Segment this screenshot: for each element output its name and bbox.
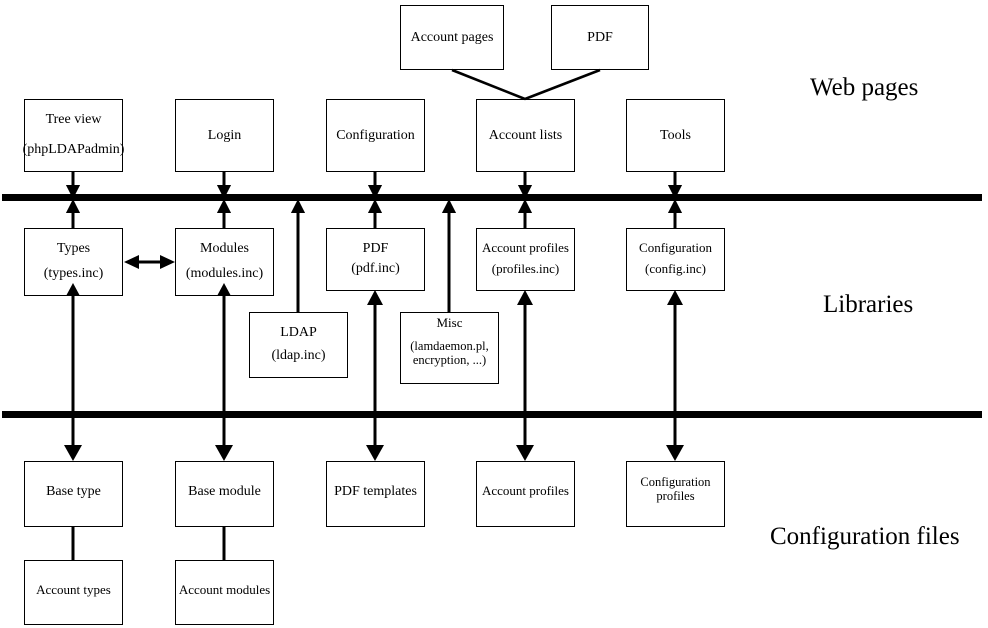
box-modules-library[interactable]: Modules (modules.inc): [175, 228, 274, 296]
box-tools[interactable]: Tools: [626, 99, 725, 172]
box-types-library-sublabel: (types.inc): [43, 265, 104, 281]
arrowheads-into-bar1-up: [66, 200, 682, 213]
box-misc-library[interactable]: Misc (lamdaemon.pl, encryption, ...): [400, 312, 499, 384]
box-configuration-profiles-file-sublabel: profiles: [656, 488, 695, 503]
box-login-label: Login: [207, 127, 242, 143]
link-ldap-arrowhead: [291, 200, 305, 213]
separator-bar-web-libraries: [2, 194, 982, 201]
box-account-profiles-file[interactable]: Account profiles: [476, 461, 575, 527]
box-pdf-library-sublabel: (pdf.inc): [351, 260, 400, 276]
box-account-modules[interactable]: Account modules: [175, 560, 274, 625]
box-account-profiles-library-sublabel: (profiles.inc): [491, 260, 560, 276]
box-tools-label: Tools: [660, 127, 691, 143]
box-base-type-label: Base type: [46, 484, 101, 499]
box-pdf-templates[interactable]: PDF templates: [326, 461, 425, 527]
link-config-from-bar2-head: [667, 290, 683, 305]
box-modules-library-label: Modules: [200, 241, 249, 256]
box-misc-library-sublabel-1: (lamdaemon.pl,: [410, 339, 489, 354]
link-profiles-from-bar2-head: [517, 290, 533, 305]
box-pdf-source[interactable]: PDF: [551, 5, 649, 70]
box-misc-library-sublabel-2: encryption, ...): [412, 353, 487, 368]
box-base-module-label: Base module: [188, 484, 261, 499]
arrowheads-into-config-files: [64, 445, 684, 461]
box-account-pages-label: Account pages: [410, 29, 494, 45]
box-configuration-library[interactable]: Configuration (config.inc): [626, 228, 725, 291]
box-configuration-library-label: Configuration: [639, 240, 712, 255]
box-pdf-templates-label: PDF templates: [334, 484, 417, 499]
box-types-library-label: Types: [56, 241, 91, 256]
section-label-web-pages: Web pages: [810, 74, 919, 101]
box-configuration-page-label: Configuration: [336, 127, 415, 143]
box-tree-view-sublabel: (phpLDAPadmin): [22, 141, 125, 157]
box-pdf-source-label: PDF: [587, 29, 613, 45]
box-account-profiles-library-label: Account profiles: [481, 240, 569, 255]
box-ldap-library-sublabel: (ldap.inc): [271, 347, 326, 363]
box-configuration-profiles-file[interactable]: Configuration profiles: [626, 461, 725, 527]
box-pdf-library[interactable]: PDF (pdf.inc): [326, 228, 425, 291]
link-pdf-to-account-lists: [524, 68, 601, 101]
link-account-pages-to-account-lists: [451, 68, 526, 101]
box-tree-view-label: Tree view: [45, 112, 102, 127]
box-types-library[interactable]: Types (types.inc): [24, 228, 123, 296]
box-account-profiles-file-label: Account profiles: [481, 483, 569, 498]
box-ldap-library[interactable]: LDAP (ldap.inc): [249, 312, 348, 378]
box-misc-library-label: Misc: [436, 315, 463, 330]
box-base-type[interactable]: Base type: [24, 461, 123, 527]
section-label-libraries: Libraries: [823, 291, 914, 318]
box-login[interactable]: Login: [175, 99, 274, 172]
box-configuration-library-sublabel: (config.inc): [644, 260, 706, 276]
link-pdf-from-bar2-head: [367, 290, 383, 305]
link-types-modules-head-left: [124, 255, 139, 269]
box-configuration-page[interactable]: Configuration: [326, 99, 425, 172]
box-account-lists[interactable]: Account lists: [476, 99, 575, 172]
box-account-pages[interactable]: Account pages: [400, 5, 504, 70]
link-misc-arrowhead: [442, 200, 456, 213]
box-account-profiles-library[interactable]: Account profiles (profiles.inc): [476, 228, 575, 291]
link-types-modules-head-right: [160, 255, 175, 269]
box-account-types-label: Account types: [36, 582, 111, 597]
section-label-configuration-files: Configuration files: [770, 523, 960, 550]
box-modules-library-sublabel: (modules.inc): [185, 265, 264, 281]
box-account-lists-label: Account lists: [488, 127, 563, 143]
box-ldap-library-label: LDAP: [280, 325, 317, 340]
box-base-module[interactable]: Base module: [175, 461, 274, 527]
box-account-modules-label: Account modules: [178, 582, 271, 597]
box-pdf-library-label: PDF: [362, 241, 389, 256]
box-tree-view[interactable]: Tree view (phpLDAPadmin): [22, 99, 125, 172]
box-configuration-profiles-file-label: Configuration: [640, 475, 711, 489]
box-account-types[interactable]: Account types: [24, 560, 123, 625]
separator-bar-libraries-config: [2, 411, 982, 418]
